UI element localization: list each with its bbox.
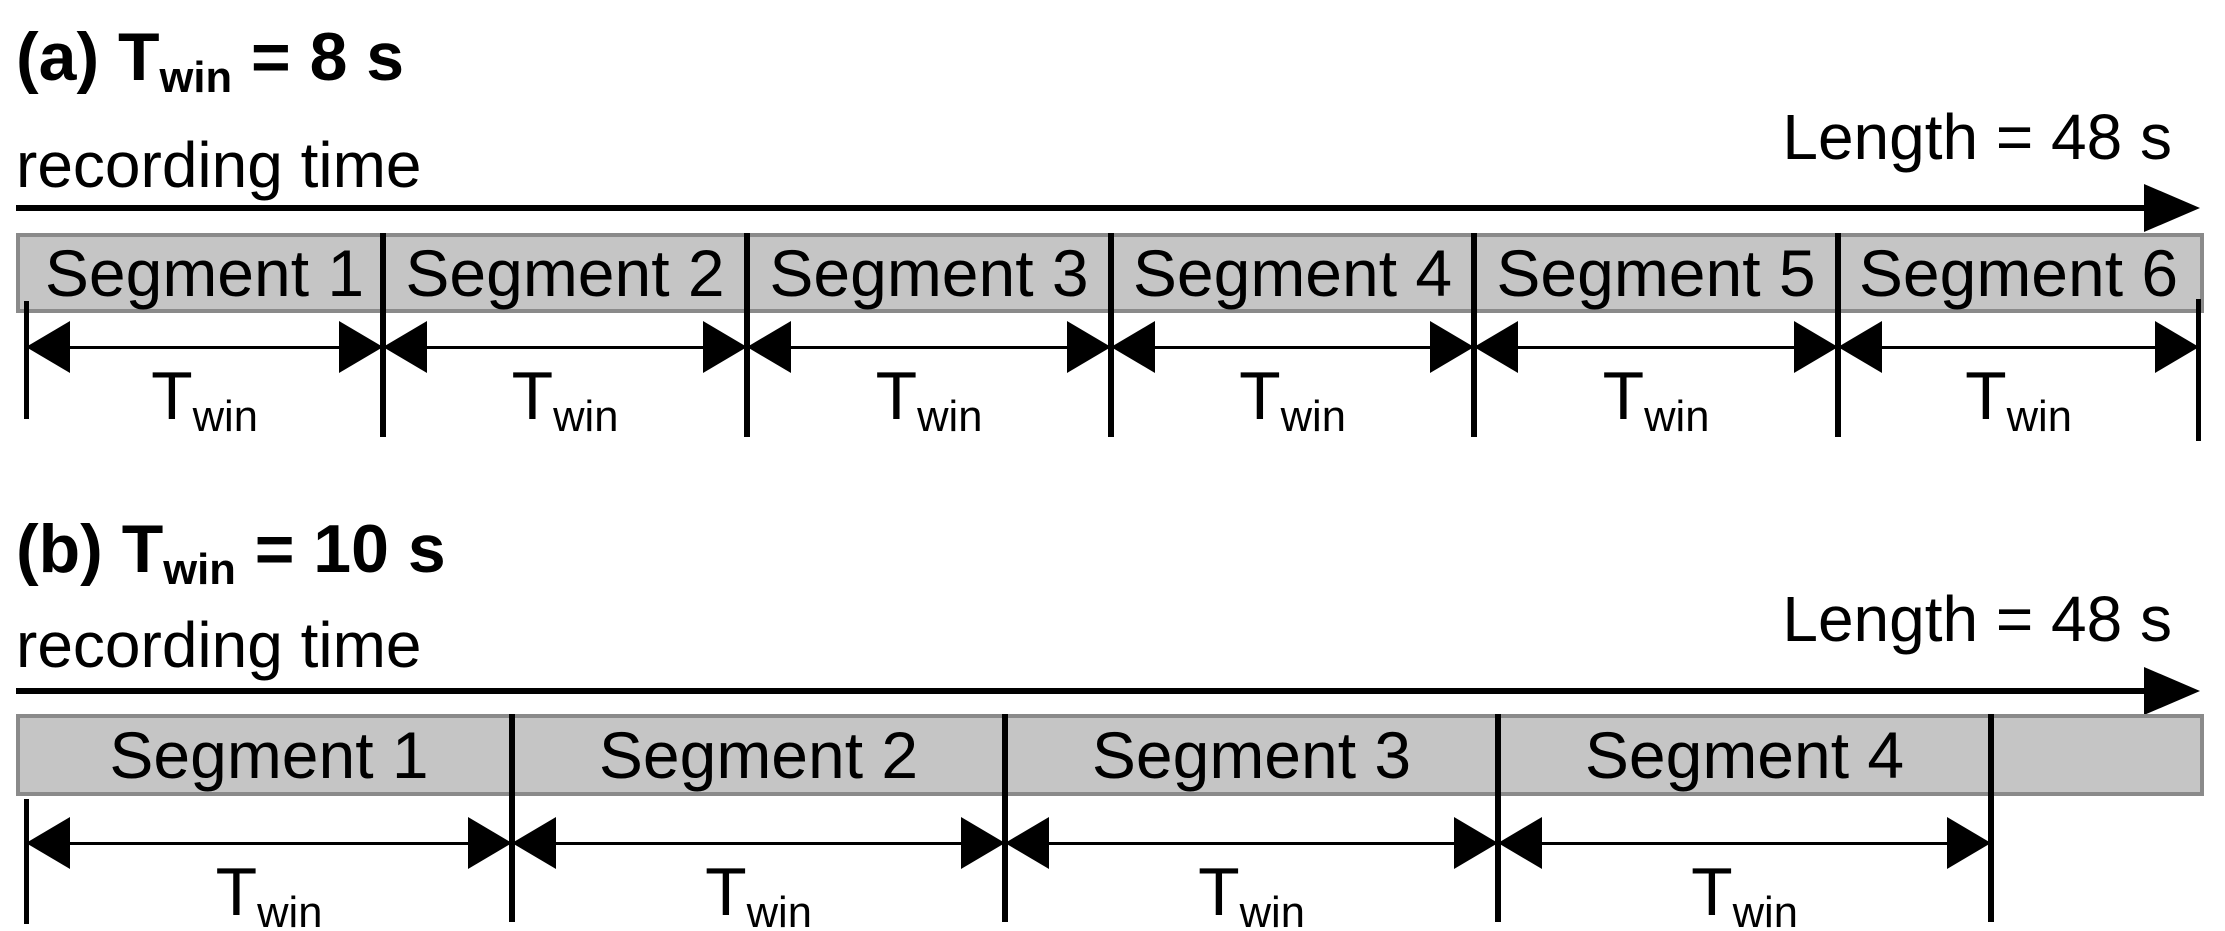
twin-label: Twin [1239,362,1346,440]
window-arrow-line [419,346,711,349]
recording-time-label: recording time [16,609,422,681]
twin-label-subscript: win [1732,889,1798,931]
segment-boundary-line [1988,714,1994,922]
timeline-arrow-line [16,688,2148,694]
twin-label-main: T [1602,358,1645,434]
arrowhead-left-icon [383,321,427,373]
window-arrow-line [62,346,347,349]
arrowhead-left-icon [1838,321,1882,373]
window-arrow-line [62,842,476,845]
arrowhead-left-icon [1005,817,1049,869]
length-label: Length = 48 s [1782,583,2172,655]
twin-label-main: T [151,358,193,434]
arrowhead-left-icon [747,321,791,373]
twin-label-main: T [705,854,747,930]
arrowhead-left-icon [26,817,70,869]
arrowhead-right-icon [2155,321,2199,373]
arrowhead-left-icon [26,321,70,373]
window-arrow-line [548,842,969,845]
twin-label-subscript: win [1239,889,1305,931]
twin-label-main: T [1965,358,2007,434]
twin-label-subscript: win [192,393,258,442]
twin-label: Twin [216,858,323,931]
twin-label-subscript: win [1644,393,1710,442]
twin-label-subscript: win [257,889,323,931]
window-arrow-line [1874,346,2163,349]
window-arrow-line [1534,842,1955,845]
twin-label-subscript: win [2006,393,2072,442]
arrowhead-right-icon [961,817,1005,869]
panel-a-title-prefix: (a) T [16,19,160,95]
segment-label: Segment 1 [109,718,429,792]
segment-label: Segment 2 [598,718,919,792]
segment-label: Segment 6 [1858,236,2179,310]
twin-label-main: T [1198,854,1240,930]
panel-b-title: (b) Twin = 10 s [16,511,446,595]
window-arrow-line [1041,842,1462,845]
segment-label: Segment 2 [405,236,725,310]
twin-label: Twin [1603,362,1710,440]
twin-label-main: T [1691,854,1733,930]
timeline-arrowhead-icon [2144,184,2200,232]
twin-label: Twin [1691,858,1798,931]
window-arrow-line [783,346,1075,349]
arrowhead-right-icon [703,321,747,373]
panel-a-title: (a) Twin = 8 s [16,19,405,103]
arrowhead-right-icon [1430,321,1474,373]
arrowhead-right-icon [339,321,383,373]
arrowhead-left-icon [1111,321,1155,373]
segment-label: Segment 3 [1091,718,1412,792]
panel-a-title-suffix: = 8 s [232,19,405,95]
segment-label: Segment 5 [1496,236,1816,310]
twin-label-main: T [511,358,554,434]
segment-label: Segment 1 [44,236,365,310]
twin-label-subscript: win [746,889,812,931]
twin-label-main: T [1239,358,1281,434]
twin-label: Twin [1965,362,2072,440]
arrowhead-right-icon [1794,321,1838,373]
twin-label: Twin [1198,858,1305,931]
segment-bar [16,714,2204,796]
arrowhead-right-icon [1067,321,1111,373]
twin-label: Twin [705,858,812,931]
arrowhead-left-icon [1498,817,1542,869]
segment-label: Segment 4 [1584,718,1905,792]
arrowhead-right-icon [1454,817,1498,869]
arrowhead-left-icon [512,817,556,869]
panel-b-title-suffix: = 10 s [235,511,446,587]
twin-label-subscript: win [553,393,619,442]
panel-a-title-subscript: win [159,54,233,103]
twin-label-subscript: win [917,393,983,442]
window-arrow-line [1147,346,1438,349]
twin-label: Twin [876,362,983,440]
twin-label-main: T [215,854,258,930]
segment-label: Segment 3 [769,236,1089,310]
panel-b-title-subscript: win [163,546,236,595]
timeline-arrow-line [16,205,2148,211]
segment-label: Segment 4 [1132,236,1453,310]
panel-b-title-prefix: (b) T [16,511,164,587]
arrowhead-right-icon [468,817,512,869]
window-arrow-line [1510,346,1802,349]
twin-label-subscript: win [1280,393,1346,442]
twin-label-main: T [875,358,918,434]
recording-time-label: recording time [16,129,422,201]
arrowhead-left-icon [1474,321,1518,373]
twin-label: Twin [151,362,258,440]
length-label: Length = 48 s [1782,101,2172,173]
twin-label: Twin [512,362,619,440]
timeline-arrowhead-icon [2144,667,2200,715]
arrowhead-right-icon [1947,817,1991,869]
